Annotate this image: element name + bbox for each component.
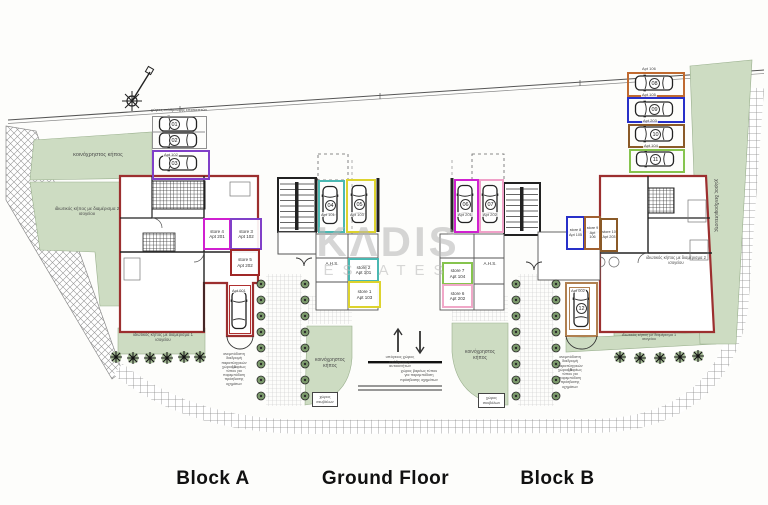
parking-apt-label: Apt 201	[457, 212, 473, 217]
store-8-box: store 8 Apt 105	[566, 216, 585, 250]
bins-right-box: χώρος σκυβάλων	[478, 393, 505, 408]
parking-badge-03: 03	[169, 158, 180, 169]
store-6-box: store 6 Apt 202	[442, 284, 473, 308]
bins-left-box: χώρος σκυβάλων	[312, 392, 338, 407]
parking-badge-11: 11	[650, 154, 661, 165]
parking-apt-label: Apt 102	[163, 152, 179, 157]
block-b-title: Block B	[520, 468, 595, 489]
parking-apt-label: Apt 105	[641, 92, 657, 97]
store-apt: Apt 104	[449, 273, 466, 279]
store-label: store 2	[356, 264, 371, 270]
parking-spot-04-box	[318, 180, 345, 233]
store-label: store 8	[569, 228, 582, 233]
room-ahs-b: A.H.S.	[483, 261, 497, 266]
parking-spot-05-box	[346, 179, 376, 233]
north-arrow	[122, 65, 155, 111]
ramp-arrows	[358, 327, 442, 391]
block-a-stairs	[277, 177, 317, 255]
store-2-box: store 2 Apt 101	[348, 258, 379, 282]
block-a-title: Block A	[176, 468, 250, 489]
parking-apt-label: Apt 002	[570, 288, 586, 293]
ramp-basement-label: υπόγειος χώρος στάθμευσης αυτοκινήτων	[385, 354, 415, 369]
store-1-box: store 1 Apt 103	[348, 281, 381, 308]
parking-apt-label: Apt 106	[641, 66, 657, 71]
garden-communal-center-left: κοινόχρηστος κήπος	[315, 357, 345, 369]
store-label: store 1	[357, 289, 372, 295]
store-10-box: store 10 Apt 203	[600, 218, 618, 252]
parking-apt-label: Apt 203	[642, 118, 658, 123]
bins-left-label: χώρος σκυβάλων	[316, 395, 334, 404]
store-4-box: store 4 Apt 201	[203, 218, 231, 250]
parking-apt-label: Apt 202	[482, 212, 498, 217]
store-label: store 5	[238, 257, 252, 263]
garden-tree-zone: χώρος δενδροφύτευσης	[712, 179, 719, 232]
block-a-carport	[314, 178, 380, 232]
bins-right-label: χώρος σκυβάλων	[482, 396, 501, 405]
store-apt: Apt 102	[238, 234, 254, 239]
store-7-box: store 7 Apt 104	[442, 262, 473, 285]
parking-visitors-box	[152, 116, 207, 149]
parking-badge-01: 01	[169, 119, 180, 130]
parking-badge-04: 04	[325, 200, 336, 211]
parking-apt-label: Apt 103	[349, 212, 365, 217]
boundary-hatch-bottom-right	[113, 87, 764, 435]
garden-communal-center-right: κοινόχρηστος κήπος	[465, 349, 495, 361]
store-apt: Apt 202	[237, 262, 253, 268]
path-accessible-left-label: ανεμπόδιστη διαδρομή παραπληγικών 1Α	[221, 352, 247, 370]
store-label: store 7	[450, 268, 465, 274]
garden-private-right: ιδιωτικός κήπος με διαμέρισμα 2 ισογείου	[646, 255, 706, 265]
store-9-box: store 9 Apt 106	[584, 216, 601, 250]
store-apt: Apt 101	[355, 270, 372, 275]
parking-apt-label: Apt 101	[320, 212, 336, 217]
parking-badge-05: 05	[354, 199, 365, 210]
store-apt: Apt 201	[209, 234, 225, 239]
store-apt: Apt 105	[568, 233, 583, 237]
parking-spot-12-box	[569, 287, 590, 330]
parking-badge-10: 10	[650, 129, 661, 140]
garden-private-left-lower: ιδιωτικός κήπος με διαμέρισμα 1 ισογείου	[133, 332, 193, 342]
ramp-heavy-center-label: χώρος βαρέως τύπου για παρεμπόδιση πρόσβ…	[400, 369, 438, 382]
parking-spot-07-box	[479, 179, 504, 233]
parking-badge-02: 02	[169, 135, 180, 146]
parking-badge-06: 06	[460, 199, 471, 210]
garden-communal-top-left: κοινόχρηστος κήπος	[73, 152, 123, 158]
path-accessible-right-label: ανεμπόδιστη διαδρομή παραπληγικών 1Β	[557, 355, 583, 373]
parking-badge-08: 08	[649, 78, 660, 89]
block-b-building	[594, 174, 716, 334]
path-heavy-left-label: χώρος βαρέως τύπου για παρεμπόδιση πρόσβ…	[222, 365, 246, 386]
store-label: store 10	[602, 230, 616, 235]
parking-bay-a-apt-label: Apt 001	[231, 288, 247, 293]
store-apt: Apt 103	[356, 294, 373, 300]
parking-bay-a-box	[229, 285, 251, 334]
store-label: store 4	[210, 228, 224, 234]
parking-badge-12: 12	[576, 303, 587, 314]
store-label: store 3	[239, 228, 253, 234]
parking-badge-07: 07	[485, 199, 496, 210]
room-ahs-a: A.H.S.	[325, 261, 339, 266]
parking-badge-09: 09	[649, 104, 660, 115]
parking-spot-11-box	[629, 149, 685, 173]
garden-private-right-band: ιδιωτικός κήπος με διαμέρισμα 1 ισογείου	[621, 333, 677, 342]
parking-apt-label: Apt 104	[643, 143, 659, 148]
parking-spot-03-box	[152, 150, 210, 180]
store-apt: Apt 106	[589, 230, 596, 240]
store-label: store 9	[586, 226, 599, 231]
parking-spot-06-box	[454, 179, 479, 233]
entrance-arches	[226, 257, 598, 350]
visitors-parking-label: χώρος στάθμευσης επισκεπτών	[150, 107, 208, 112]
store-3-box: store 3 Apt 102	[230, 218, 262, 250]
store-label: store 6	[450, 290, 465, 296]
store-5-box: store 5 Apt 202	[230, 249, 260, 276]
ground-floor-title: Ground Floor	[321, 468, 450, 489]
garden-private-left-upper: ιδιωτικός κήπος με διαμέρισμα 2 ισογείου	[54, 206, 120, 217]
path-heavy-right-label: χώρος βαρέως τύπου για παρεμπόδιση πρόσβ…	[558, 368, 582, 389]
cars	[152, 74, 675, 330]
store-apt: Apt 203	[602, 235, 616, 239]
store-apt: Apt 202	[449, 296, 466, 301]
